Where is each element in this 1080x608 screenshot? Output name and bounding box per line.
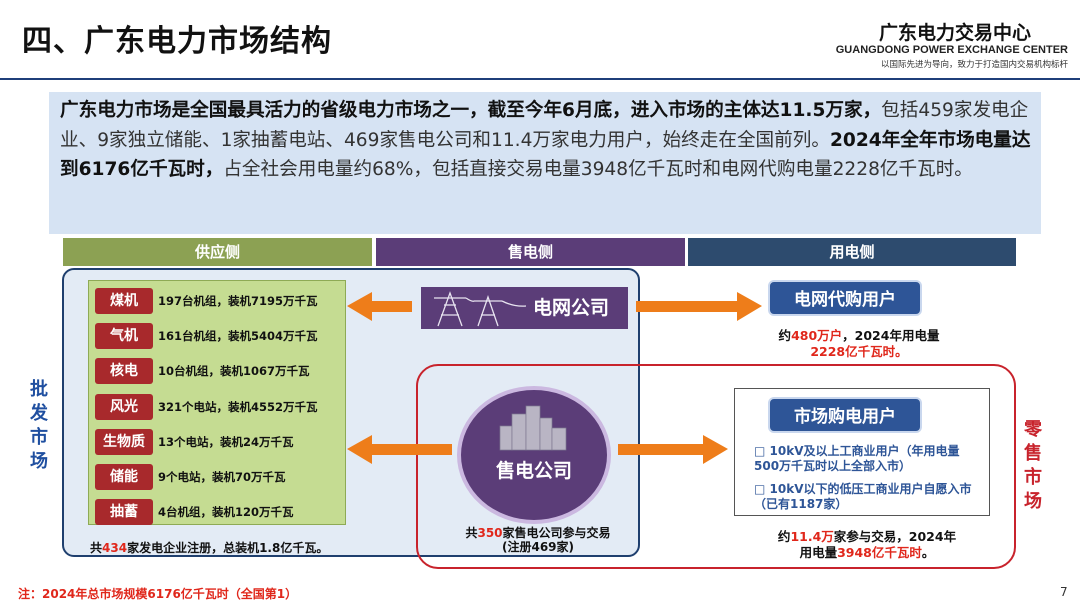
market-note-mid: 家参与交易，2024年: [834, 529, 956, 544]
market-user-note: 约11.4万家参与交易，2024年用电量3948亿千瓦时。: [752, 529, 982, 561]
market-user-box: 市场购电用户: [768, 397, 922, 433]
grid-user-consumption: 2228亿千瓦时。: [752, 344, 966, 360]
grid-user-count: 480万户: [791, 328, 842, 343]
sales-note-post: 家售电公司参与交易: [503, 526, 611, 540]
market-note-pre: 约: [778, 529, 791, 544]
market-user-consumption: 3948亿千瓦时: [837, 545, 922, 560]
power-tower-icon: [428, 289, 528, 327]
grid-user-note-mid: ，2024年用电量: [842, 328, 939, 343]
sales-note-pre: 共: [465, 526, 477, 540]
market-user-item: □ 10kV及以上工商业用户（年用电量500万千瓦时以上全部入市）: [754, 444, 978, 474]
market-user-count: 11.4万: [790, 529, 833, 544]
city-buildings-icon: [496, 402, 572, 452]
arrow-grid-to-user: [636, 292, 762, 321]
market-user-item: □ 10kV以下的低压工商业用户自愿入市（已有1187家）: [754, 482, 978, 512]
arrow-grid-to-supply: [347, 292, 412, 321]
sales-note-line2: (注册469家): [438, 540, 638, 554]
arrow-sales-to-supply: [347, 435, 452, 464]
sales-company-label: 售电公司: [457, 456, 611, 483]
sales-note: 共350家售电公司参与交易(注册469家): [438, 526, 638, 554]
market-note-l2-post: 。: [922, 545, 935, 560]
grid-user-box: 电网代购用户: [768, 280, 922, 316]
page-number: 7: [1060, 585, 1068, 599]
sales-note-count: 350: [477, 526, 502, 540]
arrow-sales-to-market: [618, 435, 728, 464]
grid-company-label: 电网公司: [533, 291, 609, 325]
footnote: 注：2024年总市场规模6176亿千瓦时（全国第1）: [18, 585, 297, 602]
grid-user-note-pre: 约: [779, 328, 792, 343]
market-note-l2-pre: 用电量: [800, 545, 838, 560]
